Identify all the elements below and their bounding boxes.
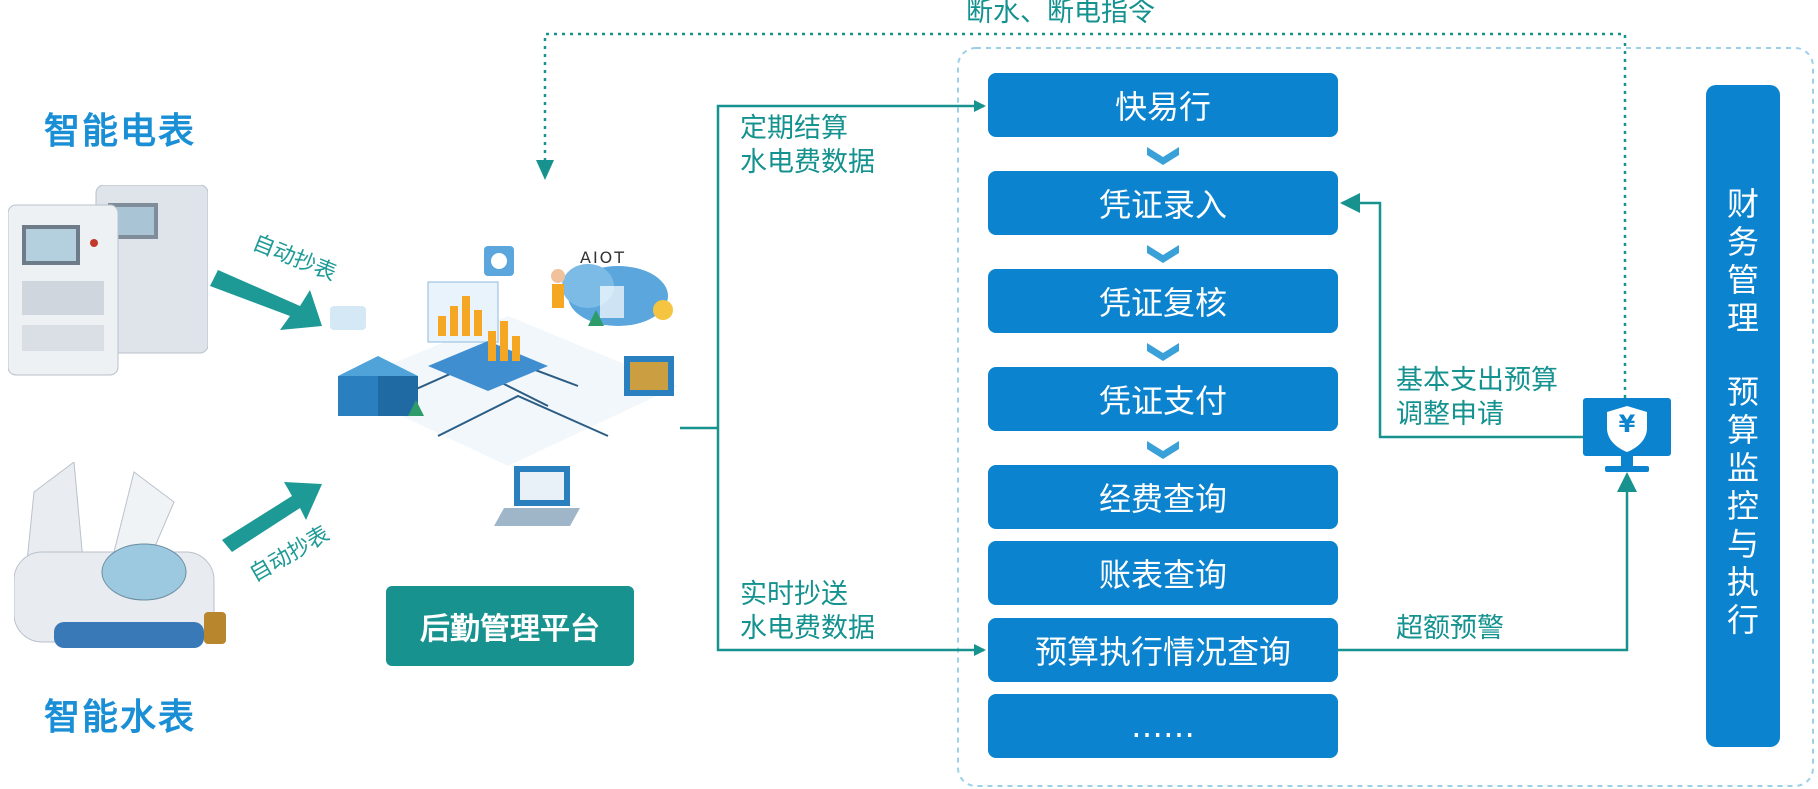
water-meter-image: [14, 462, 226, 648]
electric-meter-image: [8, 185, 208, 376]
periodic-data-line: [716, 100, 986, 428]
budget-adjust-line1: 基本支出预算: [1396, 365, 1558, 396]
step-ledger-query: 账表查询: [988, 541, 1338, 605]
budget-adjust-label: 基本支出预算 调整申请: [1396, 364, 1558, 432]
sidebar-char: 执: [1726, 563, 1759, 601]
step-voucher-payment: 凭证支付: [988, 367, 1338, 431]
sidebar-char: 管: [1726, 261, 1759, 299]
auto-read-arrow-top: [210, 270, 322, 330]
periodic-data-line1: 定期结算: [740, 113, 848, 144]
step-voucher-entry: 凭证录入: [988, 171, 1338, 235]
finance-monitor-icon: ¥: [1583, 398, 1671, 474]
aiot-platform-illustration: [330, 246, 678, 526]
finance-budget-sidebar: 财 务 管 理 预 算 监 控 与 执 行: [1706, 85, 1780, 747]
auto-read-arrow-bottom: [222, 482, 322, 552]
budget-adjust-line2: 调整申请: [1396, 399, 1504, 430]
cutoff-command-label: 断水、断电指令: [966, 0, 1155, 28]
sidebar-char: 控: [1726, 487, 1759, 525]
realtime-data-label: 实时抄送 水电费数据: [740, 578, 875, 646]
step-budget-execution-query: 预算执行情况查询: [988, 618, 1338, 682]
water-meter-title: 智能水表: [44, 697, 197, 738]
step-kuaiyixing: 快易行: [988, 73, 1338, 137]
chevron-down-icon: [1147, 441, 1179, 459]
realtime-data-line: [716, 428, 986, 656]
step-more: ……: [988, 694, 1338, 758]
sidebar-char: 监: [1726, 449, 1759, 487]
sidebar-char: 与: [1726, 525, 1759, 563]
overlimit-arrowhead: [1617, 472, 1637, 492]
yuan-symbol: ¥: [1618, 410, 1636, 438]
sidebar-char: 行: [1726, 601, 1759, 639]
realtime-data-line1: 实时抄送: [740, 579, 848, 610]
sidebar-char: 务: [1726, 223, 1759, 261]
budget-adjust-line: [1342, 201, 1583, 439]
cutoff-command-line: [543, 32, 1627, 398]
chevron-down-icon: [1147, 245, 1179, 263]
sidebar-char: 预: [1726, 373, 1759, 411]
sidebar-char: 算: [1726, 411, 1759, 449]
aiot-label: AIOT: [580, 248, 627, 267]
chevron-down-icon: [1147, 343, 1179, 361]
periodic-data-label: 定期结算 水电费数据: [740, 112, 875, 180]
periodic-data-line2: 水电费数据: [740, 147, 875, 178]
step-funds-query: 经费查询: [988, 465, 1338, 529]
budget-adjust-arrowhead: [1340, 193, 1360, 213]
realtime-data-line2: 水电费数据: [740, 613, 875, 644]
sidebar-char: 理: [1726, 299, 1759, 337]
overlimit-warning-label: 超额预警: [1396, 613, 1504, 644]
chevron-down-icon: [1147, 147, 1179, 165]
logistics-platform-label: 后勤管理平台: [386, 586, 634, 666]
electric-meter-title: 智能电表: [44, 111, 197, 152]
overlimit-line: [1338, 478, 1629, 652]
cutoff-arrowhead: [536, 160, 554, 180]
sidebar-char: 财: [1726, 185, 1759, 223]
step-voucher-review: 凭证复核: [988, 269, 1338, 333]
